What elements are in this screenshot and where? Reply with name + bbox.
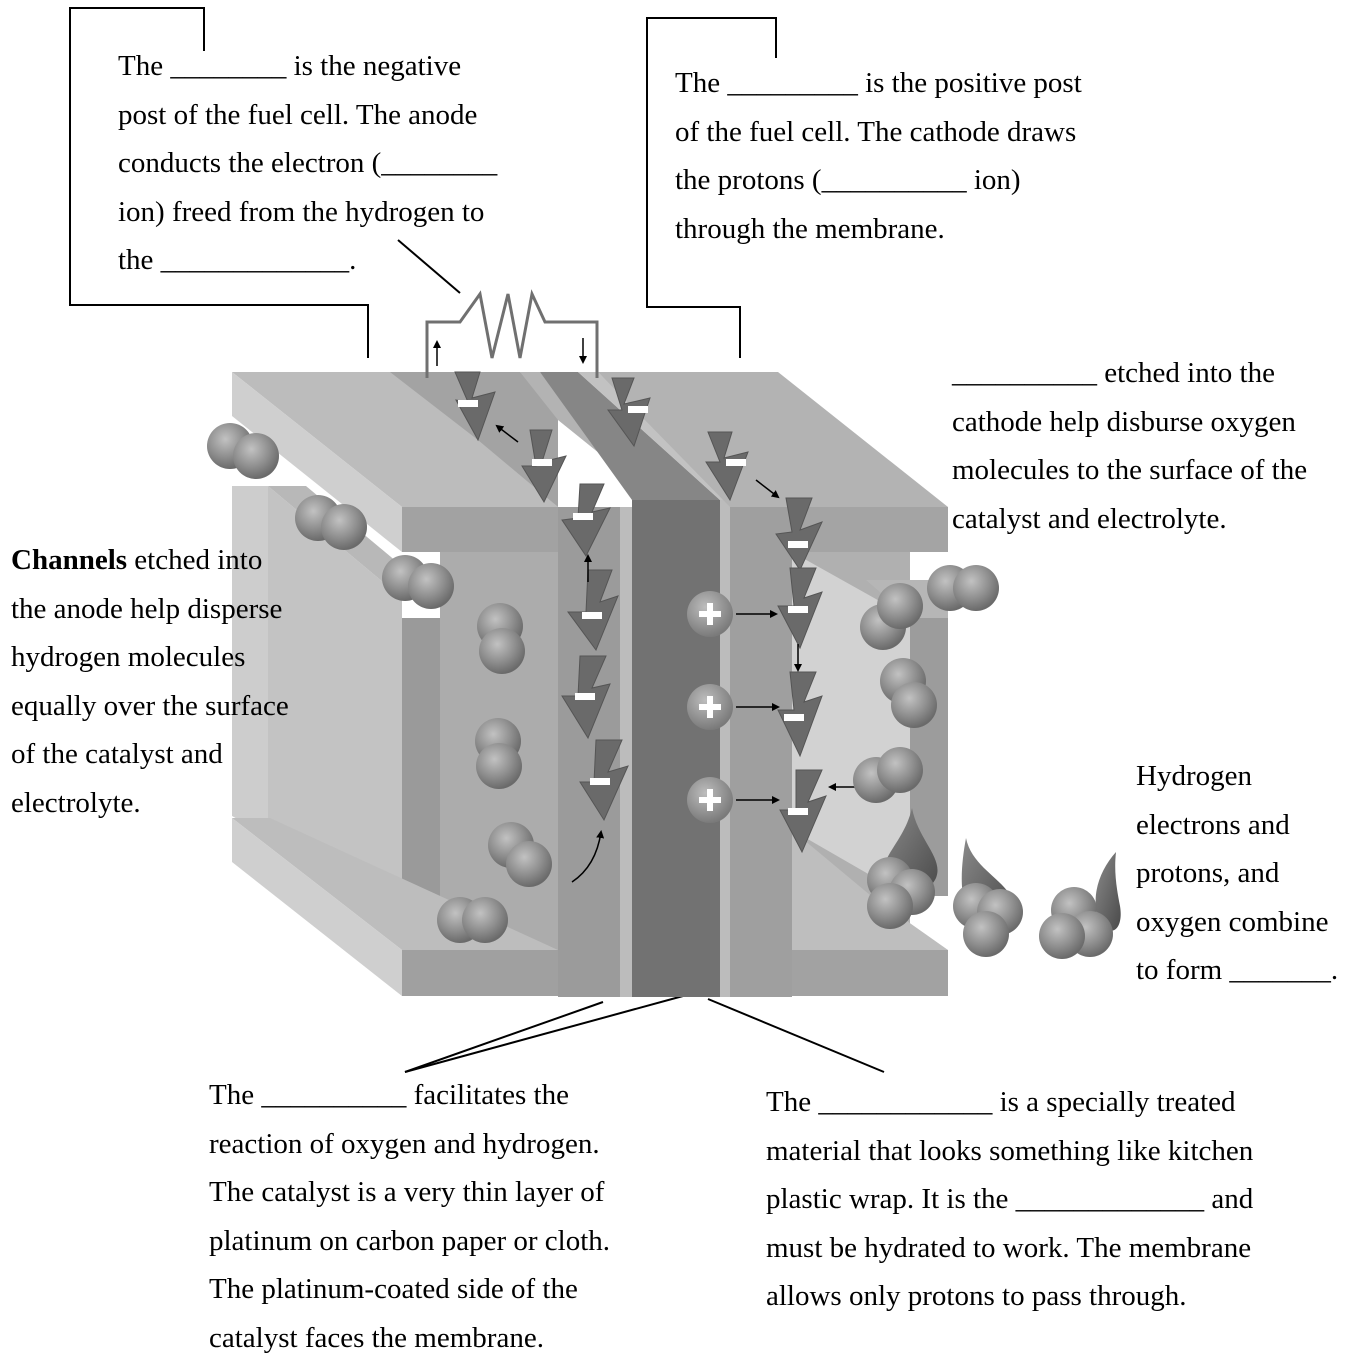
cathode-callout-line: the protons (__________ ion) xyxy=(675,156,1082,205)
catalyst-callout-line: platinum on carbon paper or cloth. xyxy=(209,1217,610,1266)
electron-minus xyxy=(784,714,804,721)
circuit-wire xyxy=(427,294,597,378)
hydrogen-atom xyxy=(233,433,279,479)
electron-minus xyxy=(458,400,478,407)
cathode-callout-line: through the membrane. xyxy=(675,205,1082,254)
water-atom xyxy=(963,911,1009,957)
cathode-bottom-plate-front xyxy=(792,950,948,996)
anode-callout-line: ion) freed from the hydrogen to xyxy=(118,188,497,237)
water-formation-line: Hydrogen xyxy=(1136,752,1338,801)
cathode-channels-line: molecules to the surface of the xyxy=(952,446,1307,495)
cathode-channels-line: cathode help disburse oxygen xyxy=(952,398,1307,447)
anode-callout-line: the _____________. xyxy=(118,236,497,285)
water-formation-line: oxygen combine xyxy=(1136,898,1338,947)
catalyst-pointer-2 xyxy=(405,996,683,1072)
hydrogen-atom xyxy=(476,743,522,789)
anode-callout-text: The ________ is the negative post of the… xyxy=(118,42,497,285)
anode-channels-line: equally over the surface xyxy=(11,682,289,731)
proton-plus xyxy=(707,789,713,811)
anode-channels-first-rest: etched into xyxy=(127,544,262,576)
catalyst-callout-line: The __________ facilitates the xyxy=(209,1071,610,1120)
water-atom xyxy=(1039,913,1085,959)
electron-minus xyxy=(582,612,602,619)
anode-channels-first-line: Channels etched into xyxy=(11,536,289,585)
anode-callout-line: post of the fuel cell. The anode xyxy=(118,91,497,140)
cathode-channels-line: __________ etched into the xyxy=(952,349,1307,398)
oxygen-atom xyxy=(877,583,923,629)
catalyst-callout-line: reaction of oxygen and hydrogen. xyxy=(209,1120,610,1169)
hydrogen-atom xyxy=(408,563,454,609)
anode-channels-text: Channels etched into the anode help disp… xyxy=(11,536,289,827)
cathode-block xyxy=(792,507,948,996)
anode-rib-front xyxy=(402,618,440,896)
electron-minus xyxy=(575,693,595,700)
anode-channels-line: electrolyte. xyxy=(11,779,289,828)
anode-channels-line: of the catalyst and xyxy=(11,730,289,779)
channels-bold-word: Channels xyxy=(11,544,127,576)
proton-plus xyxy=(707,696,713,718)
membrane-callout-text: The ____________ is a specially treated … xyxy=(766,1078,1253,1321)
anode-top-plate-front xyxy=(402,507,558,552)
water-formation-text: Hydrogen electrons and protons, and oxyg… xyxy=(1136,752,1338,995)
hydrogen-atom xyxy=(321,504,367,550)
catalyst-callout-line: The platinum-coated side of the xyxy=(209,1265,610,1314)
catalyst-pointer-1 xyxy=(405,1002,603,1072)
cathode-strip-front xyxy=(730,507,792,997)
oxygen-atom xyxy=(891,682,937,728)
cathode-callout-text: The _________ is the positive post of th… xyxy=(675,59,1082,253)
cathode-channels-line: catalyst and electrolyte. xyxy=(952,495,1307,544)
oxygen-atom xyxy=(877,747,923,793)
electron-minus xyxy=(788,808,808,815)
cathode-callout-line: The _________ is the positive post xyxy=(675,59,1082,108)
anode-channels-line: hydrogen molecules xyxy=(11,633,289,682)
catalyst-callout-line: The catalyst is a very thin layer of xyxy=(209,1168,610,1217)
hydrogen-atom xyxy=(462,897,508,943)
membrane-callout-line: allows only protons to pass through. xyxy=(766,1272,1253,1321)
membrane-callout-line: The ____________ is a specially treated xyxy=(766,1078,1253,1127)
external-circuit xyxy=(427,294,597,378)
anode-bottom-plate-front xyxy=(402,950,558,996)
cathode-channels-text: __________ etched into the cathode help … xyxy=(952,349,1307,543)
membrane-callout-line: plastic wrap. It is the _____________ an… xyxy=(766,1175,1253,1224)
membrane-callout-line: material that looks something like kitch… xyxy=(766,1127,1253,1176)
catalyst-callout-text: The __________ facilitates the reaction … xyxy=(209,1071,610,1362)
electron-minus xyxy=(628,406,648,413)
anode-channels-line: the anode help disperse xyxy=(11,585,289,634)
hydrogen-atom xyxy=(506,841,552,887)
water-formation-line: protons, and xyxy=(1136,849,1338,898)
water-formation-line: to form _______. xyxy=(1136,946,1338,995)
anode-callout-line: The ________ is the negative xyxy=(118,42,497,91)
oxygen-atom xyxy=(953,565,999,611)
electron-minus xyxy=(726,459,746,466)
electron-minus xyxy=(590,778,610,785)
hydrogen-atom xyxy=(479,628,525,674)
electron-minus xyxy=(788,606,808,613)
proton-plus xyxy=(707,603,713,625)
electron-minus xyxy=(573,513,593,520)
water-atom xyxy=(867,883,913,929)
membrane-callout-line: must be hydrated to work. The membrane xyxy=(766,1224,1253,1273)
cathode-callout-line: of the fuel cell. The cathode draws xyxy=(675,108,1082,157)
electron-minus xyxy=(788,541,808,548)
catalyst-callout-line: catalyst faces the membrane. xyxy=(209,1314,610,1362)
membrane xyxy=(632,500,720,997)
circuit-current-arrows xyxy=(437,338,583,366)
electron-minus xyxy=(532,459,552,466)
catalyst-left xyxy=(620,507,632,997)
water-formation-line: electrons and xyxy=(1136,801,1338,850)
membrane-pointer xyxy=(708,999,884,1072)
catalyst-right xyxy=(720,500,730,997)
anode-callout-line: conducts the electron (________ xyxy=(118,139,497,188)
